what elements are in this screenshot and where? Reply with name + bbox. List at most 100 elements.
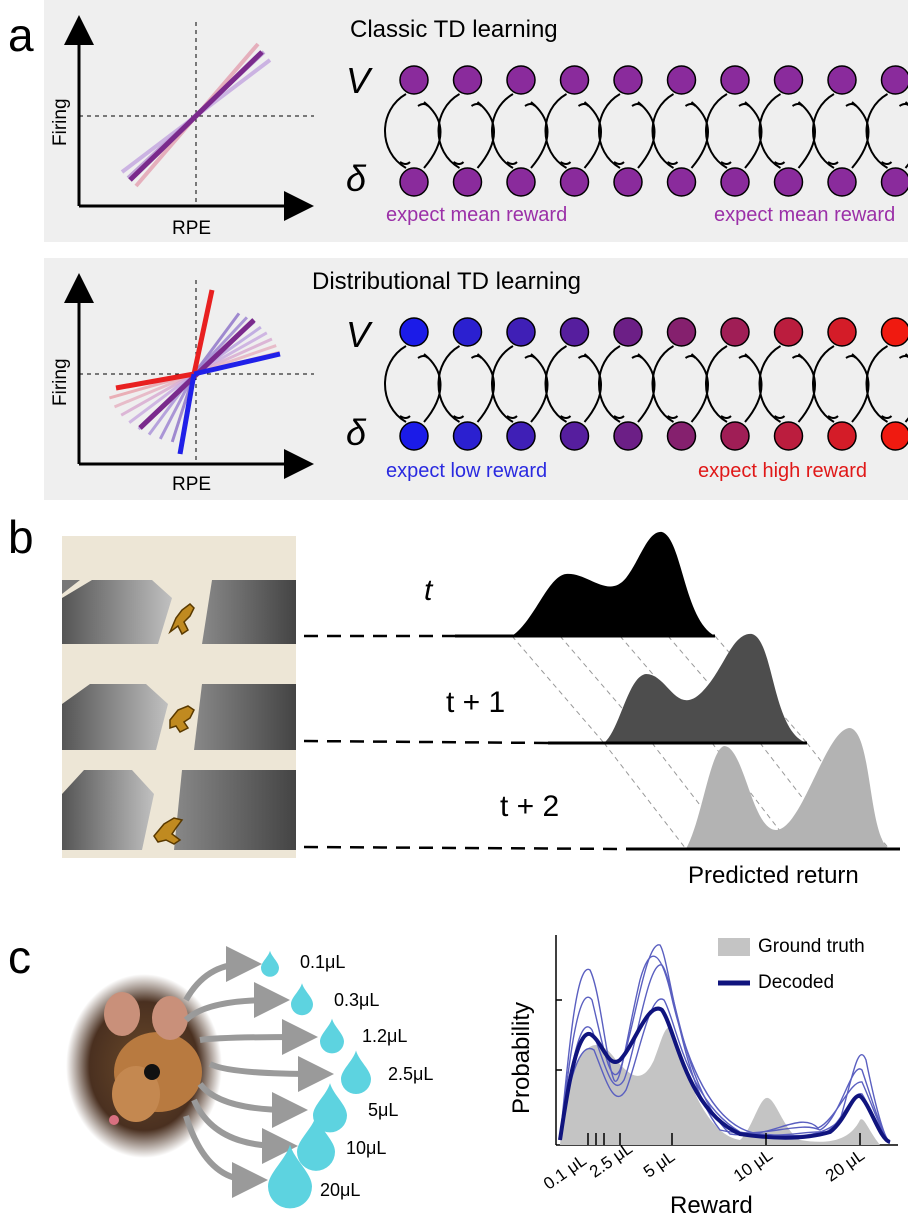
distributional-neuron-network: [384, 317, 908, 451]
reward-arrow-1: [183, 946, 262, 1002]
v-neuron: [399, 317, 429, 347]
delta-neuron: [452, 421, 483, 451]
distribution-t: [512, 531, 715, 636]
legend-decoded: Decoded: [758, 972, 835, 993]
predicted-return-distributions: [303, 531, 900, 851]
v-neuron: [559, 65, 590, 95]
classic-firing-plot: [64, 15, 314, 221]
panel-label-a: a: [8, 9, 34, 61]
reward-arrow-5: [197, 1082, 308, 1128]
delta-neuron: [559, 167, 590, 197]
volume-label: 2.5μL: [388, 1064, 434, 1084]
water-drop-icon: [261, 950, 279, 977]
neuron-pair-2: [437, 317, 495, 451]
v-neuron: [880, 65, 908, 95]
volume-label: 10μL: [346, 1138, 387, 1158]
neuron-pair-6: [651, 65, 709, 197]
decoded-line: [558, 1006, 891, 1144]
delta-neuron: [399, 421, 429, 451]
delta-neuron: [773, 421, 804, 451]
delta-neuron: [720, 421, 750, 451]
reward-arrow-3: [199, 1019, 318, 1056]
classic-caption-right: expect mean reward: [714, 204, 896, 226]
delta-neuron: [399, 167, 429, 197]
v-neuron: [399, 65, 429, 95]
neuron-pair-2: [437, 65, 495, 197]
v-neuron: [880, 317, 908, 347]
reward-arrow-6: [191, 1098, 298, 1164]
distributional-caption-left: expect low reward: [386, 460, 548, 482]
legend-ground-truth-swatch: [718, 938, 750, 956]
game-frames: [62, 536, 296, 858]
neuron-pair-3: [491, 65, 549, 197]
volume-label: 0.1μL: [300, 952, 346, 972]
time-label-t: t: [424, 574, 433, 607]
v-neuron: [827, 65, 857, 95]
delta-neuron: [613, 167, 643, 197]
delta-neuron: [827, 167, 857, 197]
distributional-title: Distributional TD learning: [312, 268, 582, 295]
water-drop-icon: [291, 983, 313, 1016]
delta-neuron: [506, 167, 536, 197]
water-drop-icon: [313, 1083, 347, 1133]
classic-caption-left: expect mean reward: [386, 204, 568, 226]
water-drop-icon: [297, 1115, 335, 1171]
reward-axis-label: Reward: [670, 1192, 753, 1219]
reward-arrow-4: [208, 1055, 334, 1092]
ground-truth-area: [560, 1027, 880, 1145]
water-drop-icon: [320, 1018, 344, 1054]
water-drop-icon: [341, 1050, 371, 1094]
neuron-pair-9: [812, 317, 870, 451]
neuron-pair-4: [544, 65, 602, 197]
delta-neuron: [452, 167, 483, 197]
delta-neuron: [666, 167, 697, 197]
distribution-t1: [604, 633, 807, 743]
v-neuron: [613, 65, 643, 95]
decoded-sample-line: [559, 964, 891, 1143]
time-label-t1: t + 1: [446, 686, 506, 719]
delta-neuron: [720, 167, 750, 197]
distributional-firing-plot: [64, 273, 314, 479]
delta-neuron: [880, 167, 908, 197]
neuron-pair-5: [598, 65, 656, 197]
delta-neuron: [506, 421, 536, 451]
v-neuron: [666, 65, 697, 95]
distributional-caption-right: expect high reward: [698, 460, 867, 482]
neuron-pair-1: [384, 317, 442, 451]
v-neuron: [452, 65, 483, 95]
neuron-pair-1: [384, 65, 442, 197]
delta-neuron: [613, 421, 643, 451]
water-drop-icon: [268, 1144, 312, 1209]
classic-title: Classic TD learning: [350, 16, 558, 43]
neuron-pair-10: [865, 317, 908, 451]
neuron-pair-8: [758, 317, 816, 451]
v-neuron: [720, 317, 750, 347]
v-neuron: [666, 317, 697, 347]
neuron-pair-8: [758, 65, 816, 197]
delta-neuron: [827, 421, 857, 451]
mouse-image: [66, 974, 222, 1158]
neuron-pair-4: [544, 317, 602, 451]
volume-label: 5μL: [368, 1100, 399, 1120]
classic-x-axis-label: RPE: [172, 218, 212, 239]
neuron-pair-7: [705, 317, 763, 451]
neuron-pair-6: [651, 317, 709, 451]
delta-neuron: [666, 421, 697, 451]
reward-arrow-7: [183, 1115, 268, 1198]
time-label-t2: t + 2: [500, 790, 560, 823]
v-neuron: [827, 317, 857, 347]
v-neuron: [559, 317, 590, 347]
distribution-t2: [686, 728, 889, 849]
legend-ground-truth: Ground truth: [758, 936, 865, 957]
v-neuron: [613, 317, 643, 347]
neuron-pair-7: [705, 65, 763, 197]
distributional-delta-label: δ: [346, 412, 367, 453]
volume-label: 1.2μL: [362, 1026, 408, 1046]
panel-label-c: c: [8, 931, 31, 983]
volume-label: 0.3μL: [334, 990, 380, 1010]
predicted-return-label: Predicted return: [688, 862, 859, 889]
probability-axis-label: Probability: [508, 1001, 535, 1114]
delta-neuron: [880, 421, 908, 451]
distributional-v-label: V: [346, 314, 371, 355]
